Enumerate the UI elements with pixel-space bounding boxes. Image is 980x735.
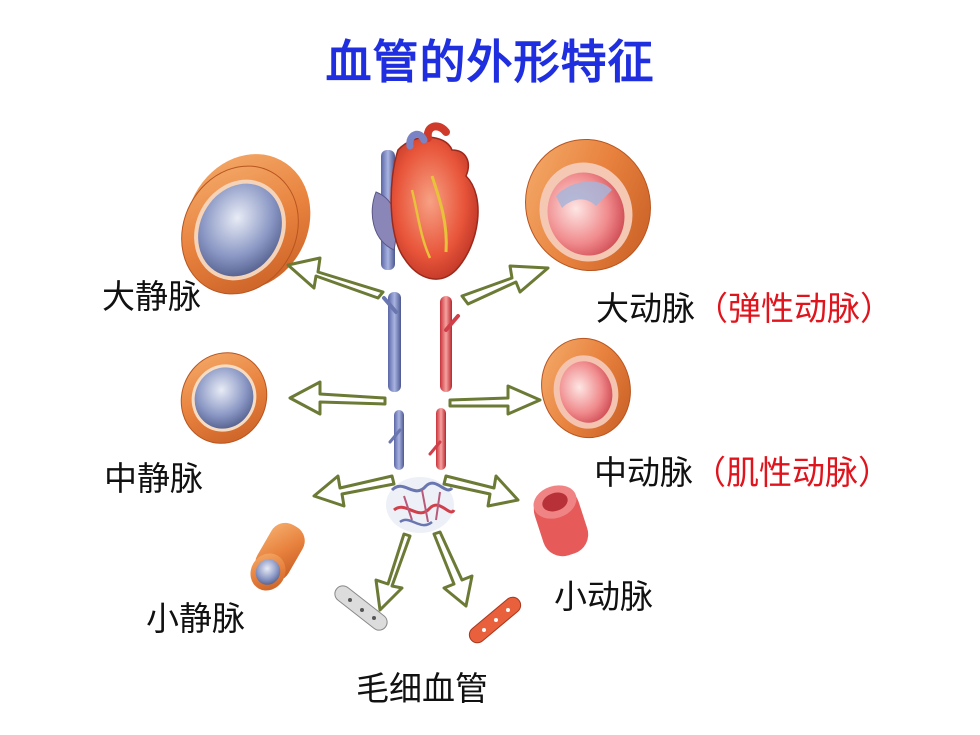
heart xyxy=(371,122,479,280)
arrow-to-small-artery xyxy=(442,474,520,508)
label-medium-artery: 中动脉（肌性动脉） xyxy=(594,446,891,494)
small-vein-tube xyxy=(250,522,305,591)
arrow-to-capillary-artery xyxy=(432,530,474,608)
arrow-to-large-vein xyxy=(286,256,385,300)
page-title: 血管的外形特征 xyxy=(325,35,655,89)
label-capillary: 毛细血管 xyxy=(356,669,488,708)
capillary-network xyxy=(386,477,456,533)
label-medium-artery-name: 中动脉 xyxy=(594,453,693,492)
small-artery-tube xyxy=(533,485,589,557)
arrow-to-small-vein xyxy=(312,474,396,508)
medium-vein-cross-section xyxy=(180,352,268,444)
arrow-to-medium-artery xyxy=(448,384,542,416)
capillary-vein-side xyxy=(334,585,388,631)
label-medium-artery-note: （肌性动脉） xyxy=(693,453,891,492)
label-large-artery: 大动脉（弹性动脉） xyxy=(596,282,893,330)
label-large-artery-note: （弹性动脉） xyxy=(695,289,893,328)
capillary-artery-side xyxy=(468,596,522,644)
label-medium-vein: 中静脉 xyxy=(104,459,203,498)
arrow-to-capillary-vein xyxy=(374,532,412,612)
arrow-to-medium-vein xyxy=(288,380,387,416)
label-small-artery: 小动脉 xyxy=(554,577,653,616)
medium-artery-cross-section xyxy=(541,337,631,439)
label-large-vein: 大静脉 xyxy=(102,277,201,316)
arrow-to-large-artery xyxy=(460,264,550,306)
large-artery-cross-section xyxy=(525,138,651,272)
label-large-artery-name: 大动脉 xyxy=(596,289,695,328)
large-vein-cross-section xyxy=(181,154,311,295)
artery-branch xyxy=(428,296,460,470)
label-small-vein: 小静脉 xyxy=(146,599,245,638)
